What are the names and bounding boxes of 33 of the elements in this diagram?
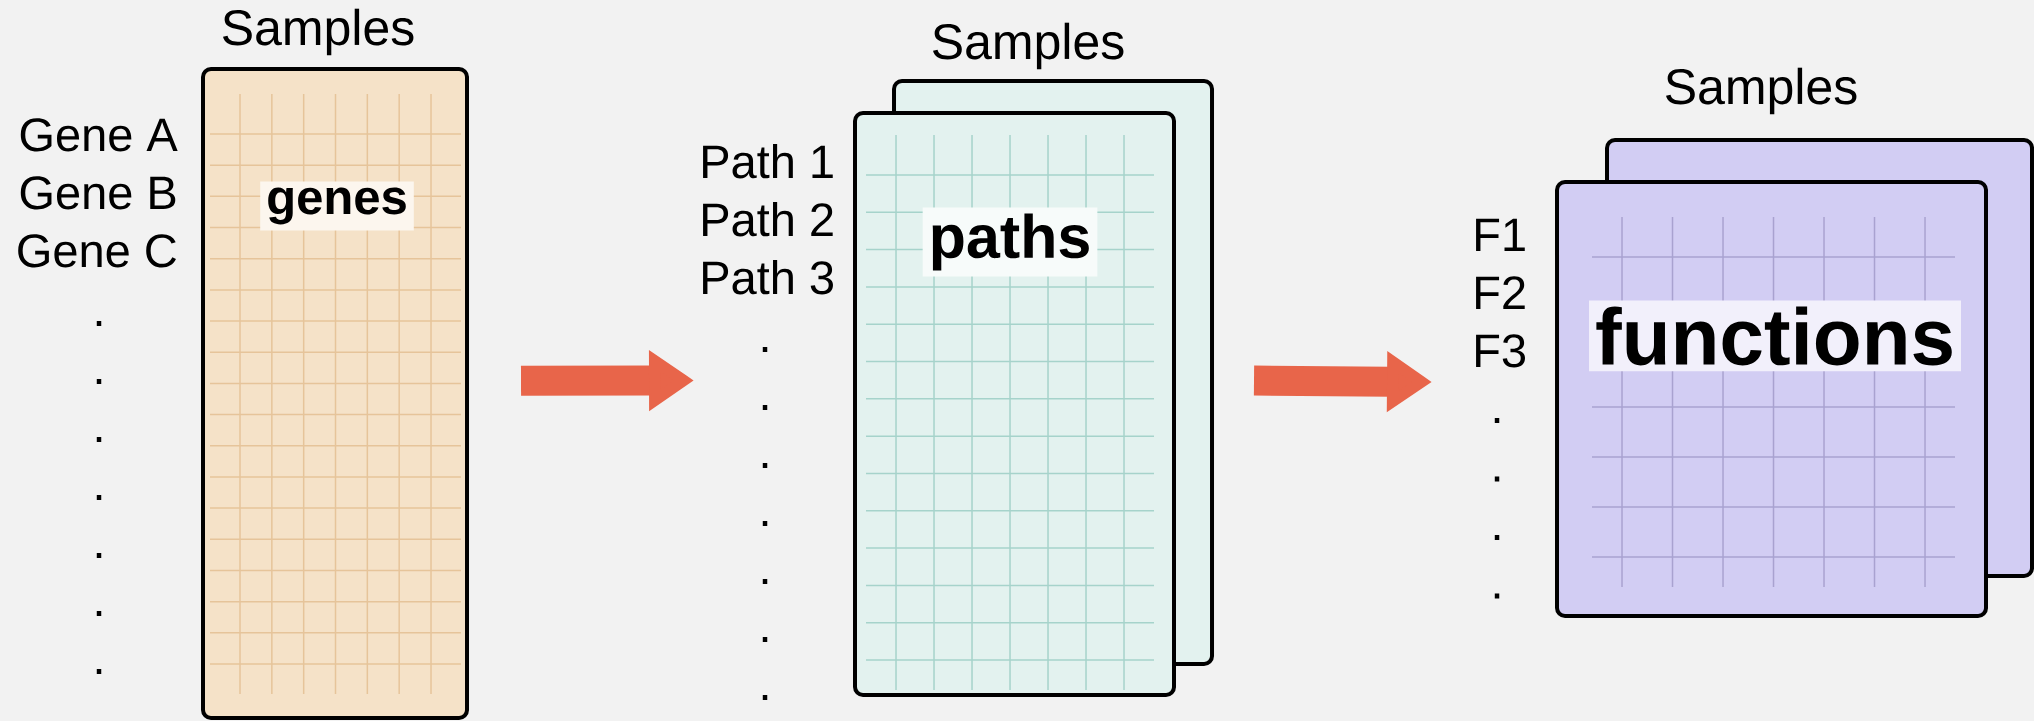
- row-label: Path 1: [703, 143, 833, 179]
- matrix-label: genes: [260, 181, 414, 231]
- ellipsis-dot: .: [762, 463, 768, 468]
- matrix-label: paths: [922, 207, 1098, 277]
- ellipsis-dot: .: [762, 521, 768, 526]
- ellipsis-dot: .: [96, 379, 102, 384]
- row-label: F1: [1476, 218, 1525, 251]
- ellipsis-dot: .: [96, 553, 102, 558]
- ellipsis-dot: .: [1494, 535, 1500, 540]
- ellipsis-dot: .: [762, 347, 768, 352]
- row-label: Path 2: [703, 201, 833, 237]
- ellipsis-dot: .: [96, 495, 102, 500]
- ellipsis-dot: .: [1494, 418, 1500, 423]
- matrix-label: functions: [1589, 300, 1961, 372]
- ellipsis-dot: .: [96, 669, 102, 674]
- row-label: F3: [1476, 334, 1525, 368]
- row-label: Gene C: [18, 234, 176, 268]
- row-label: Gene A: [20, 118, 178, 152]
- ellipsis-dot: .: [96, 321, 102, 326]
- ellipsis-dot: .: [1494, 593, 1500, 599]
- column-heading: Samples: [223, 8, 414, 56]
- ellipsis-dot: .: [762, 579, 768, 584]
- row-label: F2: [1476, 276, 1525, 309]
- ellipsis-dot: .: [96, 611, 102, 616]
- ellipsis-dot: .: [762, 695, 768, 700]
- ellipsis-dot: .: [762, 637, 768, 642]
- column-heading: Samples: [1666, 67, 1857, 115]
- ellipsis-dot: .: [1494, 476, 1500, 482]
- ellipsis-dot: .: [762, 405, 768, 410]
- row-label: Path 3: [703, 259, 833, 295]
- ellipsis-dot: .: [96, 437, 102, 442]
- column-heading: Samples: [933, 22, 1124, 70]
- row-label: Gene B: [20, 176, 176, 210]
